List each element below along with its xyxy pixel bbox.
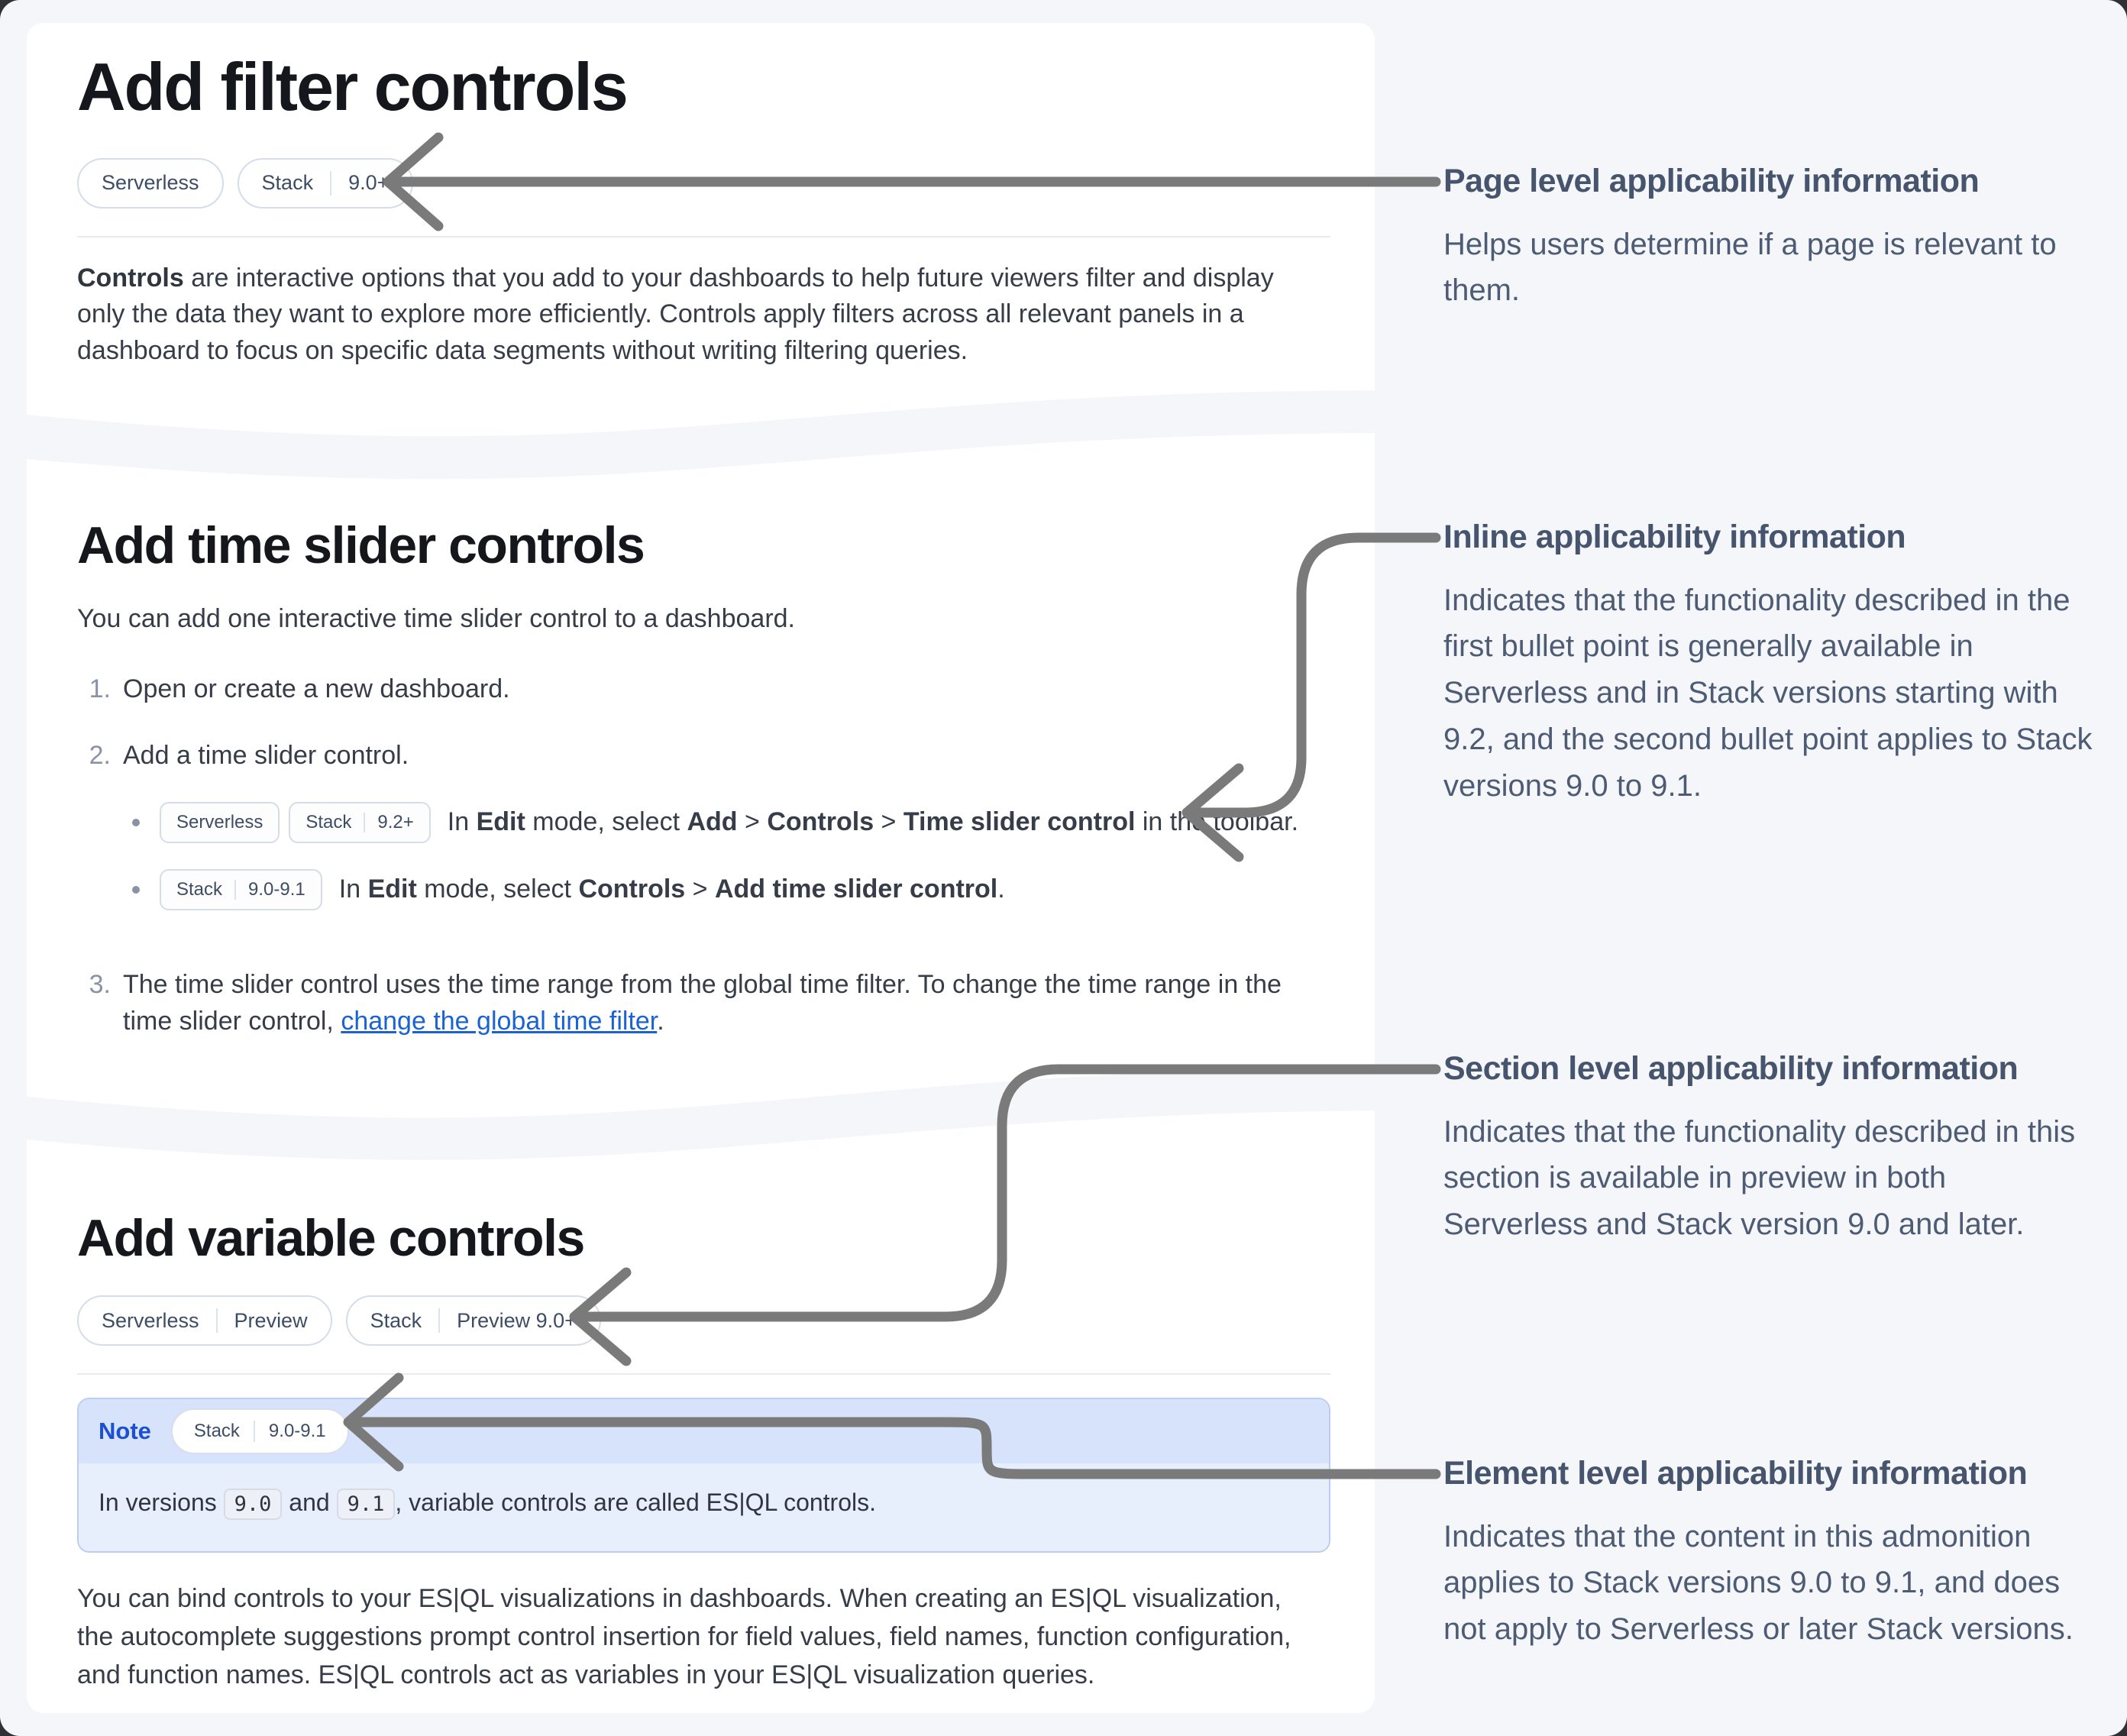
inline-badge-serverless: Serverless — [160, 801, 280, 843]
badge-separator — [438, 1308, 441, 1334]
bullet-serverless-stack-92: Serverless Stack 9.2+ In Edit mode, selec… — [123, 801, 1330, 843]
badge-stack-preview-version: Stack Preview 9.0+ — [345, 1295, 601, 1346]
intro-paragraph: Controls are interactive options that yo… — [77, 263, 1274, 365]
badge-part: Stack — [193, 1421, 240, 1442]
badge-part: Stack — [305, 812, 352, 833]
bullet-text: In Edit mode, select Controls > Add time… — [338, 874, 1005, 904]
annotation-title: Page level applicability information — [1443, 163, 1980, 199]
inline-badge-stack-90-91: Stack 9.0-9.1 — [160, 868, 322, 910]
bullet-dot — [132, 885, 140, 894]
step-3: 3. The time slider control uses the time… — [77, 967, 1330, 1039]
annotation-body: Indicates that the functionality describ… — [1443, 583, 2093, 803]
badge-separator — [330, 170, 332, 196]
annotation-title: Element level applicability information — [1443, 1455, 2028, 1492]
annotation-column: Page level applicability information Hel… — [1375, 0, 2127, 1736]
step-text: Add a time slider control. Serverless St… — [123, 738, 1330, 936]
page-badge-row: Serverless Stack 9.0+ — [77, 157, 1330, 209]
badge-part: 9.0-9.1 — [268, 1421, 326, 1442]
section-add-time-slider-controls: Add time slider controls You can add one… — [27, 493, 1375, 1102]
badge-part: 9.0+ — [348, 171, 390, 195]
badge-part: Stack — [261, 171, 314, 195]
badge-part: Serverless — [176, 812, 263, 833]
badge-separator — [364, 812, 366, 832]
badge-serverless: Serverless — [77, 157, 224, 209]
wave-graphic — [27, 390, 1375, 480]
step-text: Open or create a new dashboard. — [123, 674, 510, 703]
wave-divider-2 — [27, 1062, 1375, 1169]
badge-stack-version: Stack 9.0+ — [237, 157, 414, 209]
annotation-body: Helps users determine if a page is relev… — [1443, 227, 2057, 308]
bullet-stack-90-91: Stack 9.0-9.1 In Edit mode, select Contro… — [123, 868, 1330, 910]
code-chip: 9.1 — [336, 1489, 396, 1521]
step-2-label: Add a time slider control. — [123, 741, 409, 771]
annotation-body: Indicates that the content in this admon… — [1443, 1519, 2074, 1647]
divider-rule — [77, 1373, 1330, 1376]
step-1: 1. Open or create a new dashboard. — [77, 671, 1330, 708]
step-number: 3. — [89, 969, 111, 999]
code-chip: 9.0 — [223, 1489, 283, 1521]
annotation-inline-level: Inline applicability information Indicat… — [1443, 518, 2093, 810]
badge-part: Stack — [176, 879, 223, 900]
annotation-page-level: Page level applicability information Hel… — [1443, 162, 2093, 314]
inline-link[interactable]: change the global time filter — [341, 1006, 658, 1036]
ordered-steps: 1. Open or create a new dashboard. 2. Ad… — [77, 671, 1330, 1107]
variable-outro-paragraph: You can bind controls to your ES|QL visu… — [77, 1584, 1291, 1689]
badge-separator — [215, 1308, 218, 1334]
section-title-time-slider: Add time slider controls — [77, 516, 645, 574]
section-title-variable: Add variable controls — [77, 1209, 585, 1267]
content-column: Add filter controls Serverless Stack 9.0+… — [27, 23, 1375, 1713]
badge-part: Preview 9.0+ — [457, 1308, 577, 1332]
step-2-bullets: Serverless Stack 9.2+ In Edit mode, selec… — [123, 801, 1330, 910]
bullet-text: In Edit mode, select Add > Controls > Ti… — [447, 807, 1299, 837]
step-2: 2. Add a time slider control. Serverless… — [77, 738, 1330, 936]
section-add-variable-controls: Add variable controls Serverless Preview … — [27, 1169, 1375, 1713]
step-text: The time slider control uses the time ra… — [123, 969, 1282, 1036]
annotation-body: Indicates that the functionality describ… — [1443, 1114, 2076, 1242]
badge-part: Stack — [370, 1308, 422, 1332]
note-badge-stack-90-91: Stack 9.0-9.1 — [170, 1408, 349, 1455]
annotation-element-level: Element level applicability information … — [1443, 1454, 2093, 1653]
section-add-filter-controls: Add filter controls Serverless Stack 9.0+… — [27, 23, 1375, 386]
section-badge-row: Serverless Preview Stack Preview 9.0+ — [77, 1295, 1330, 1346]
step-number: 1. — [89, 674, 111, 703]
note-body: In versions 9.0 and 9.1, variable contro… — [79, 1463, 1329, 1552]
inline-badge-stack-92: Stack 9.2+ — [289, 801, 431, 843]
divider-rule — [77, 235, 1330, 238]
badge-part: Serverless — [102, 171, 199, 195]
badge-serverless-preview: Serverless Preview — [77, 1295, 332, 1346]
note-admonition: Note Stack 9.0-9.1 In versions 9.0 and 9.… — [77, 1398, 1330, 1553]
badge-part: 9.0-9.1 — [248, 879, 305, 900]
note-label: Note — [99, 1418, 151, 1445]
badge-part: Preview — [234, 1308, 308, 1332]
annotation-title: Inline applicability information — [1443, 519, 1906, 555]
annotation-section-level: Section level applicability information … — [1443, 1049, 2093, 1248]
badge-separator — [234, 879, 237, 900]
annotation-title: Section level applicability information — [1443, 1050, 2019, 1087]
wave-graphic — [27, 1068, 1375, 1160]
time-slider-lead: You can add one interactive time slider … — [77, 604, 795, 634]
wave-divider-1 — [27, 386, 1375, 493]
badge-part: 9.2+ — [377, 812, 414, 833]
note-header: Note Stack 9.0-9.1 — [79, 1399, 1329, 1464]
badge-part: Serverless — [102, 1308, 199, 1332]
badge-separator — [253, 1421, 255, 1443]
bullet-dot — [132, 818, 140, 826]
page-title: Add filter controls — [77, 49, 629, 124]
step-number: 2. — [89, 741, 111, 771]
